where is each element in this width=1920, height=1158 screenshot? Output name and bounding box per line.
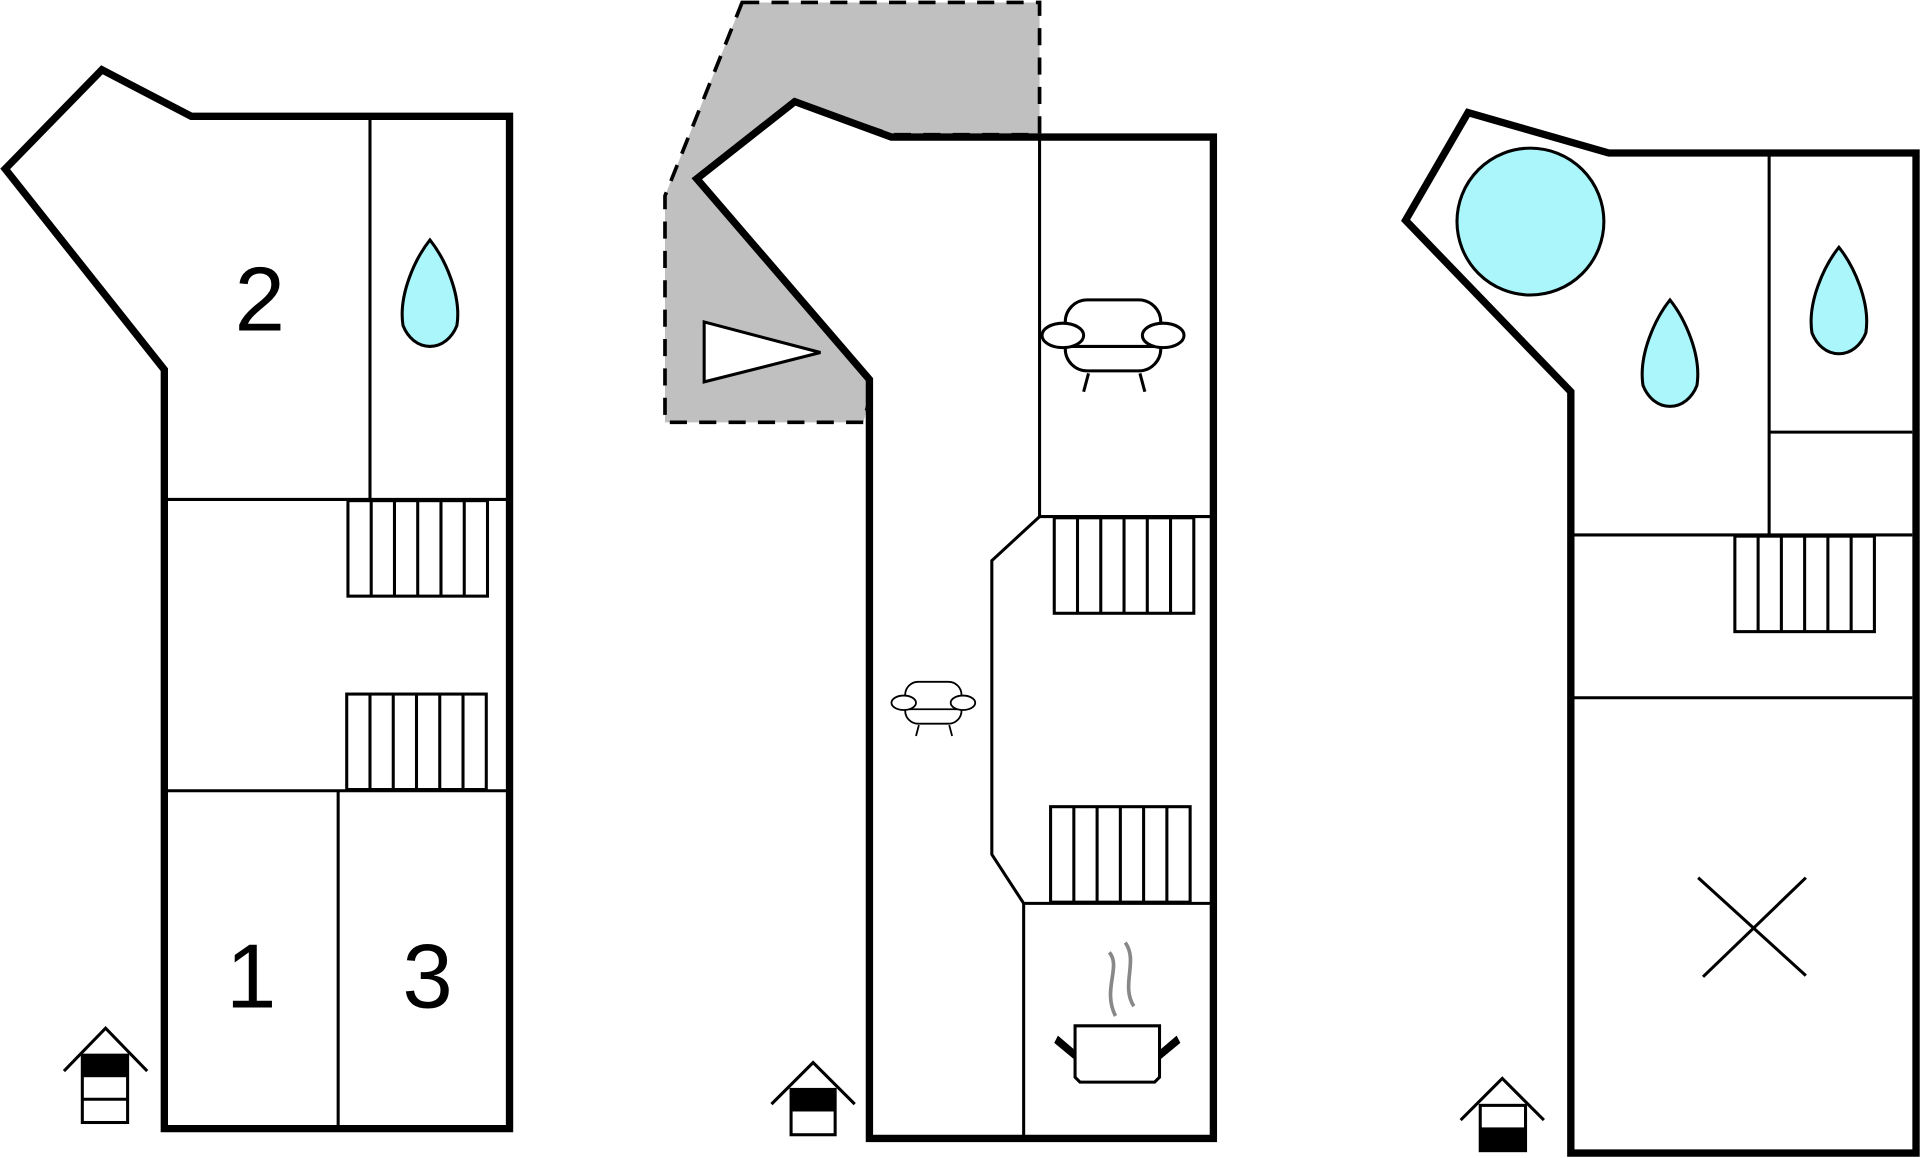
floor-indicator-icon [1459,1076,1545,1153]
outer-wall [0,65,514,1133]
stairs-icon [1733,534,1876,634]
pool-icon [1455,146,1606,297]
floor-plan-2 [663,0,1218,1143]
floor-indicator-icon [62,1026,149,1125]
stairs-icon [1049,805,1192,904]
room-label: 2 [235,250,285,351]
floor-indicator-icon [770,1060,856,1137]
room-label: 1 [226,926,276,1027]
kitchen-pot-icon [1054,941,1181,1084]
open-space-x-icon [1697,876,1807,978]
triangle-icon [702,319,821,384]
floor-plan-3 [1401,108,1920,1157]
stairs-icon [345,692,488,792]
floor-plan-1: 2 1 3 [0,65,514,1133]
outer-wall [691,97,1218,1143]
room-label: 3 [402,926,452,1027]
stairs-icon [346,499,490,598]
stairs-icon [1052,516,1196,615]
